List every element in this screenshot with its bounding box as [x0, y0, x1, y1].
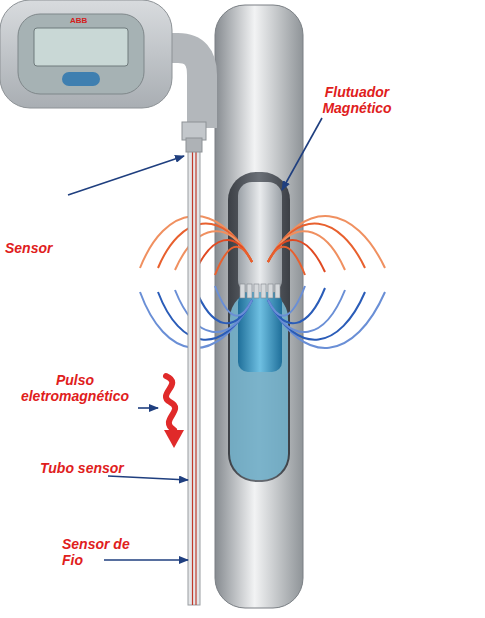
- sensor-tube: [188, 150, 200, 605]
- part-label: Sensor de Fio: [62, 536, 142, 568]
- leader-arrows: [68, 118, 322, 560]
- pulse-arrowhead: [164, 430, 184, 448]
- float-bottom: [238, 292, 282, 372]
- sensor-wire: [195, 150, 196, 605]
- brand-logo: ABB: [70, 16, 100, 25]
- sensor-wire: [192, 150, 193, 605]
- float-magnets: [240, 284, 280, 298]
- display-bezel: [18, 14, 144, 94]
- keypad: [62, 72, 100, 86]
- part-label: Flutuador Magnético: [312, 84, 402, 116]
- fitting: [186, 138, 202, 152]
- pulse-symbol: [166, 376, 175, 430]
- field-lines-red: [140, 216, 385, 275]
- part-label: Pulso eletromagnético: [12, 372, 138, 404]
- transmitter-housing: [0, 0, 172, 108]
- field-lines-blue: [140, 286, 385, 348]
- lcd-screen: [34, 28, 128, 66]
- part-label: Tubo sensor: [40, 460, 140, 476]
- chamber-pipe: [215, 5, 303, 608]
- cutaway-window: [228, 172, 290, 482]
- part-label: Sensor: [5, 240, 85, 256]
- float-top: [238, 182, 282, 294]
- fitting: [182, 122, 206, 140]
